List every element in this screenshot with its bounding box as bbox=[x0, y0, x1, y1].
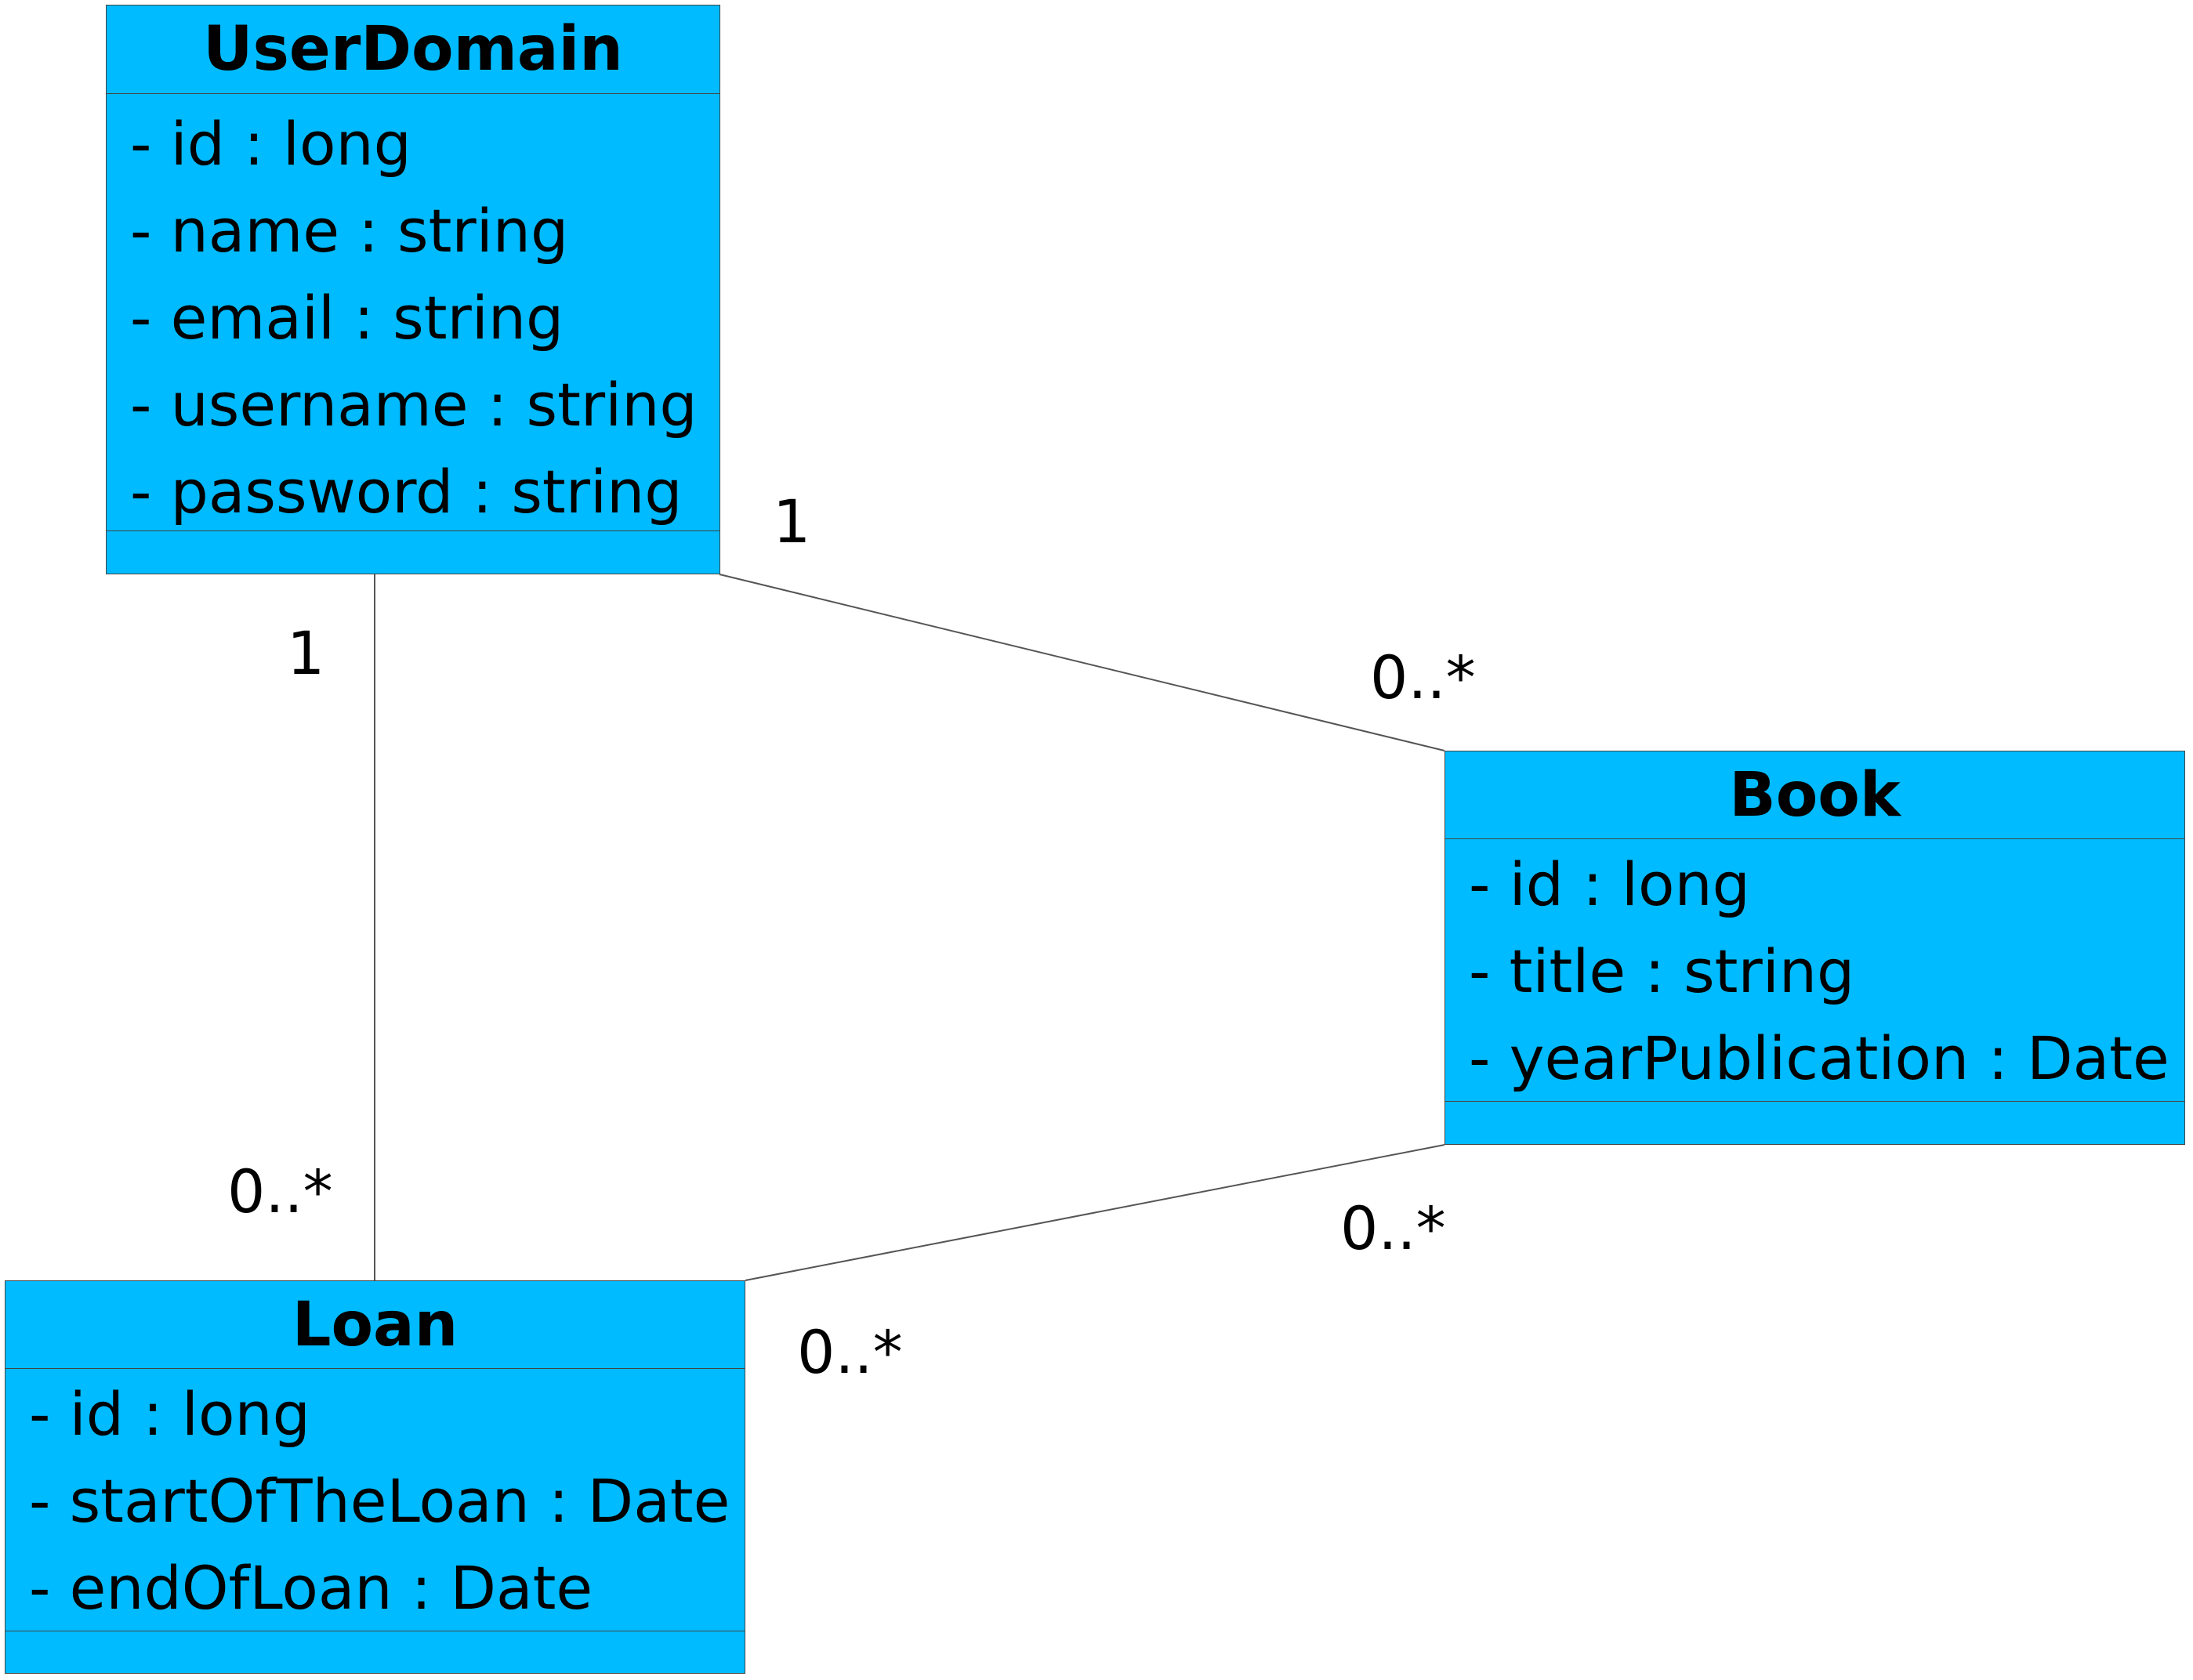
attribute: - endOfLoan : Date bbox=[29, 1553, 593, 1623]
attribute-list: - id : long - title : string - yearPubli… bbox=[1445, 839, 2184, 1102]
attribute: - title : string bbox=[1469, 936, 1855, 1006]
class-loan[interactable]: Loan - id : long - startOfTheLoan : Date… bbox=[5, 1280, 745, 1674]
operation-section bbox=[1445, 1102, 2184, 1144]
attribute: - id : long bbox=[29, 1379, 310, 1449]
class-book[interactable]: Book - id : long - title : string - year… bbox=[1444, 751, 2185, 1145]
attribute-list: - id : long - startOfTheLoan : Date - en… bbox=[5, 1369, 745, 1631]
operation-section bbox=[5, 1631, 745, 1673]
multiplicity-user-loan-loan-end: 0..* bbox=[227, 1157, 333, 1226]
class-name: UserDomain bbox=[107, 5, 720, 94]
class-name: Book bbox=[1445, 751, 2184, 839]
attribute: - startOfTheLoan : Date bbox=[29, 1466, 730, 1536]
operation-section bbox=[107, 531, 720, 574]
association-line-book-loan bbox=[745, 1144, 1445, 1281]
attribute: - name : string bbox=[130, 196, 569, 266]
attribute-list: - id : long - name : string - email : st… bbox=[107, 94, 720, 531]
attribute: - email : string bbox=[130, 283, 564, 353]
class-userdomain[interactable]: UserDomain - id : long - name : string -… bbox=[106, 5, 720, 574]
multiplicity-user-book-user-end: 1 bbox=[773, 487, 811, 556]
multiplicity-book-loan-loan-end: 0..* bbox=[797, 1317, 903, 1387]
multiplicity-book-loan-book-end: 0..* bbox=[1340, 1193, 1446, 1263]
class-name: Loan bbox=[5, 1281, 745, 1369]
attribute: - password : string bbox=[130, 457, 683, 527]
attribute: - username : string bbox=[130, 370, 698, 440]
attribute: - yearPublication : Date bbox=[1469, 1023, 2169, 1093]
attribute: - id : long bbox=[1469, 849, 1750, 919]
multiplicity-user-book-book-end: 0..* bbox=[1370, 643, 1476, 712]
multiplicity-user-loan-user-end: 1 bbox=[287, 618, 325, 688]
association-line-user-book bbox=[719, 574, 1445, 751]
attribute: - id : long bbox=[130, 109, 411, 179]
